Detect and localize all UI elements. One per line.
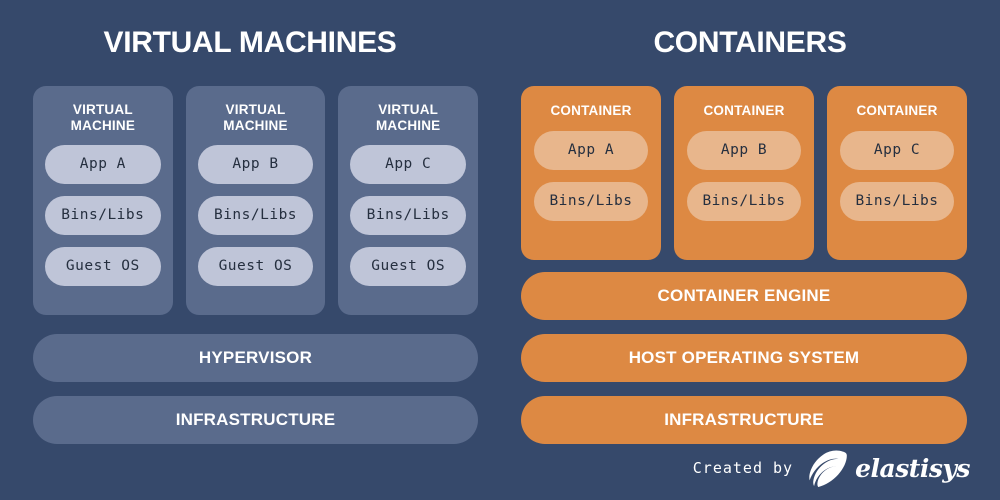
layer-pill-bins-libs[interactable]: Bins/Libs bbox=[840, 181, 954, 221]
layer-stack: App B Bins/Libs Guest OS bbox=[197, 144, 314, 286]
layer-bar-container-engine[interactable]: CONTAINER ENGINE bbox=[521, 272, 967, 320]
layer-pill-guest-os[interactable]: Guest OS bbox=[45, 246, 161, 286]
layer-stack: App A Bins/Libs bbox=[534, 130, 648, 221]
brand-name: elastisys bbox=[855, 453, 970, 483]
card-heading: CONTAINER bbox=[856, 103, 938, 118]
container-card-row: CONTAINER App A Bins/Libs CONTAINER App … bbox=[521, 86, 967, 260]
container-card[interactable]: CONTAINER App C Bins/Libs bbox=[827, 86, 967, 260]
container-card[interactable]: CONTAINER App A Bins/Libs bbox=[521, 86, 661, 260]
layer-stack: App C Bins/Libs Guest OS bbox=[350, 144, 467, 286]
layer-pill-bins-libs[interactable]: Bins/Libs bbox=[197, 195, 314, 235]
layer-pill-app[interactable]: App A bbox=[534, 130, 648, 170]
column-title-containers: CONTAINERS bbox=[653, 26, 847, 59]
layer-stack: App C Bins/Libs bbox=[840, 130, 954, 221]
container-card[interactable]: CONTAINER App B Bins/Libs bbox=[674, 86, 814, 260]
layer-pill-guest-os[interactable]: Guest OS bbox=[350, 246, 467, 286]
containers-column: CONTAINERS bbox=[500, 0, 1000, 500]
layer-bar-host-operating-system[interactable]: HOST OPERATING SYSTEM bbox=[521, 334, 967, 382]
layer-pill-bins-libs[interactable]: Bins/Libs bbox=[350, 195, 467, 235]
layer-pill-app[interactable]: App C bbox=[350, 144, 467, 184]
credit-text: Created by bbox=[692, 459, 794, 477]
layer-pill-app[interactable]: App B bbox=[197, 144, 314, 184]
layer-pill-guest-os[interactable]: Guest OS bbox=[197, 246, 314, 286]
layer-pill-app[interactable]: App B bbox=[687, 130, 801, 170]
card-heading: CONTAINER bbox=[550, 103, 632, 118]
column-title-virtual-machines: VIRTUAL MACHINES bbox=[103, 26, 397, 59]
layer-pill-app[interactable]: App C bbox=[840, 130, 954, 170]
layer-bar-hypervisor[interactable]: HYPERVISOR bbox=[33, 334, 478, 382]
brand-lockup[interactable]: elastisys bbox=[806, 449, 970, 487]
layer-stack: App B Bins/Libs bbox=[687, 130, 801, 221]
layer-pill-bins-libs[interactable]: Bins/Libs bbox=[534, 181, 648, 221]
layer-bar-infrastructure[interactable]: INFRASTRUCTURE bbox=[33, 396, 478, 444]
layer-stack: App A Bins/Libs Guest OS bbox=[45, 144, 161, 286]
elastisys-swirl-icon bbox=[809, 450, 847, 487]
layer-pill-app[interactable]: App A bbox=[45, 144, 161, 184]
layer-pill-bins-libs[interactable]: Bins/Libs bbox=[687, 181, 801, 221]
layer-bar-infrastructure[interactable]: INFRASTRUCTURE bbox=[521, 396, 967, 444]
credit-block: Created by elastisys bbox=[693, 448, 970, 488]
layer-pill-bins-libs[interactable]: Bins/Libs bbox=[45, 195, 161, 235]
card-heading: CONTAINER bbox=[703, 103, 785, 118]
